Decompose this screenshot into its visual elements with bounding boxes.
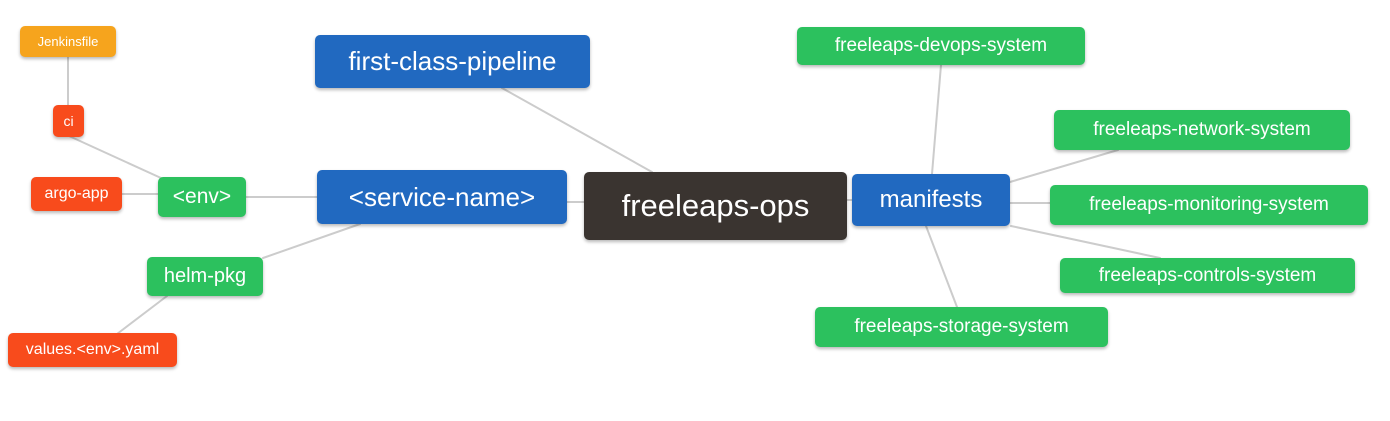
node-env[interactable]: <env> xyxy=(158,177,246,217)
node-values-env-yaml[interactable]: values.<env>.yaml xyxy=(8,333,177,367)
edge-manifests-storage xyxy=(925,225,958,308)
node-freeleaps-controls-system[interactable]: freeleaps-controls-system xyxy=(1060,258,1355,293)
edge-pipeline-freeleaps-ops xyxy=(501,87,653,173)
edge-helm-pkg-values xyxy=(116,295,168,335)
edge-manifests-devops xyxy=(931,64,942,175)
node-freeleaps-monitoring-system[interactable]: freeleaps-monitoring-system xyxy=(1050,185,1368,225)
node-jenkinsfile[interactable]: Jenkinsfile xyxy=(20,26,116,57)
node-service-name[interactable]: <service-name> xyxy=(317,170,567,224)
node-helm-pkg[interactable]: helm-pkg xyxy=(147,257,263,296)
edge-service-name-helm-pkg xyxy=(262,223,361,259)
edge-ci-env xyxy=(68,135,162,179)
node-ci[interactable]: ci xyxy=(53,105,84,137)
node-freeleaps-storage-system[interactable]: freeleaps-storage-system xyxy=(815,307,1108,347)
node-freeleaps-ops[interactable]: freeleaps-ops xyxy=(584,172,847,240)
node-first-class-pipeline[interactable]: first-class-pipeline xyxy=(315,35,590,88)
node-freeleaps-network-system[interactable]: freeleaps-network-system xyxy=(1054,110,1350,150)
edge-manifests-network xyxy=(1009,149,1119,183)
node-freeleaps-devops-system[interactable]: freeleaps-devops-system xyxy=(797,27,1085,65)
edge-manifests-controls xyxy=(1010,225,1161,259)
node-manifests[interactable]: manifests xyxy=(852,174,1010,226)
node-argo-app[interactable]: argo-app xyxy=(31,177,122,211)
